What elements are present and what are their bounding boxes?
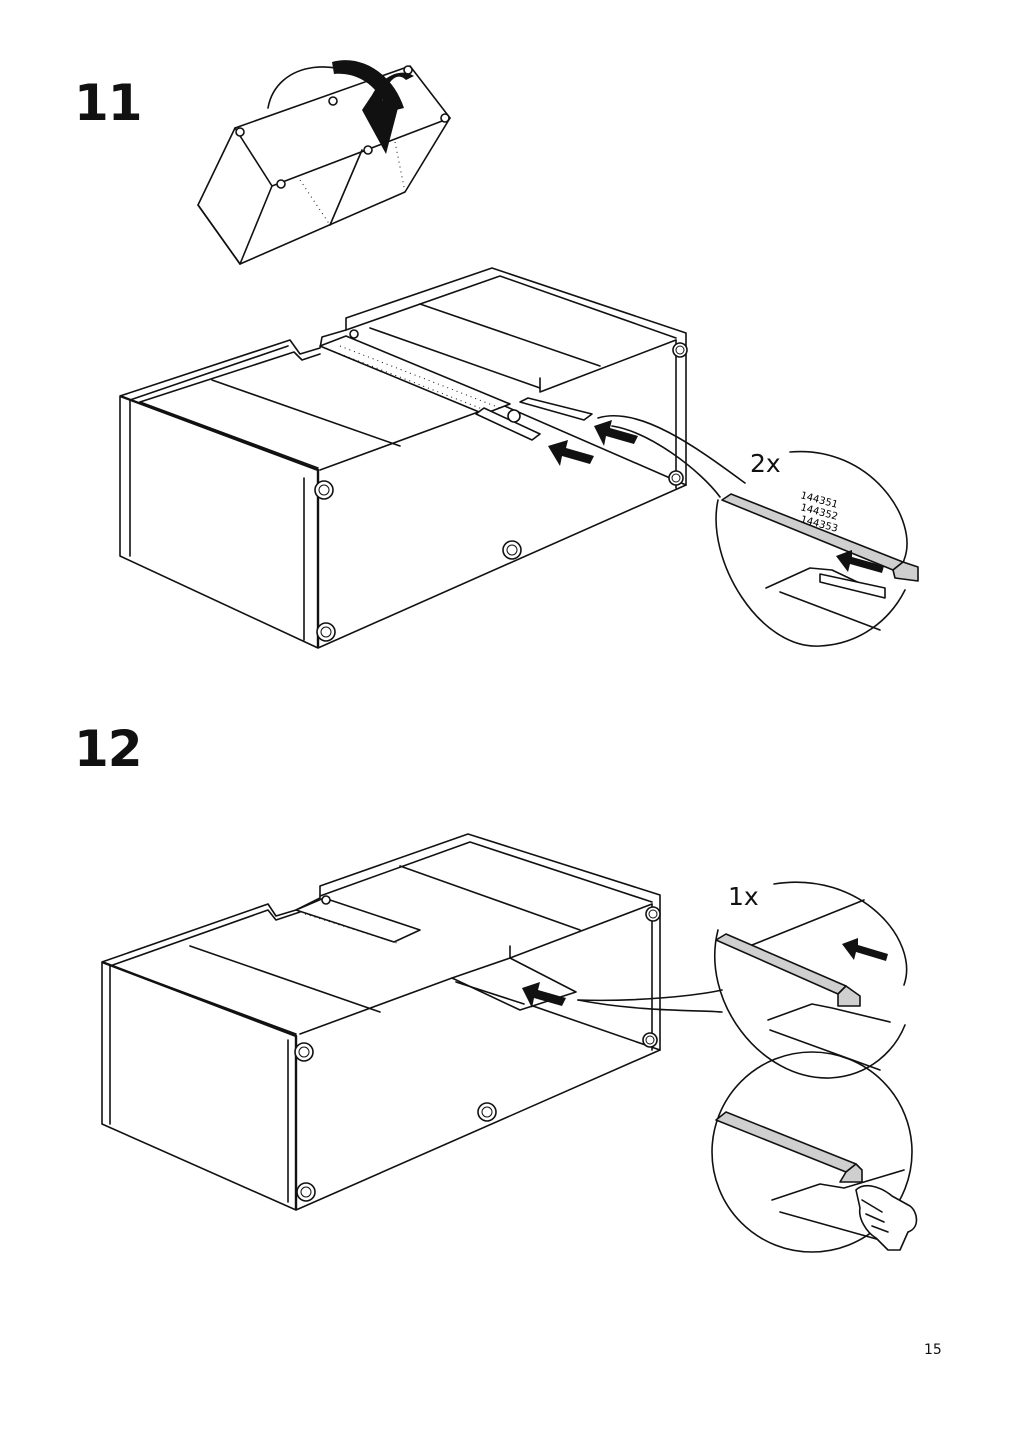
quantity-label-step12: 1x — [728, 882, 759, 911]
quantity-label-step11: 2x — [750, 449, 781, 478]
detail-callout-step12-b — [711, 1051, 918, 1253]
cabinet-step12 — [101, 833, 661, 1211]
page-number: 15 — [924, 1342, 942, 1358]
step-number-12: 12 — [74, 720, 143, 778]
flip-cabinet-illustration — [197, 65, 451, 265]
rotate-arrow-icon — [267, 60, 414, 154]
cabinet-step11 — [119, 267, 688, 649]
cam-lock-icon — [314, 329, 688, 642]
push-arrow-icon — [522, 982, 566, 1008]
detail-callout-step12-a — [577, 881, 908, 1079]
step-number-11: 11 — [74, 74, 143, 132]
finger-press-icon — [855, 1184, 918, 1251]
push-arrow-icon — [548, 420, 638, 466]
cam-lock-icon — [294, 895, 661, 1202]
detail-callout-step11: 144351 144352 144353 — [597, 414, 919, 647]
